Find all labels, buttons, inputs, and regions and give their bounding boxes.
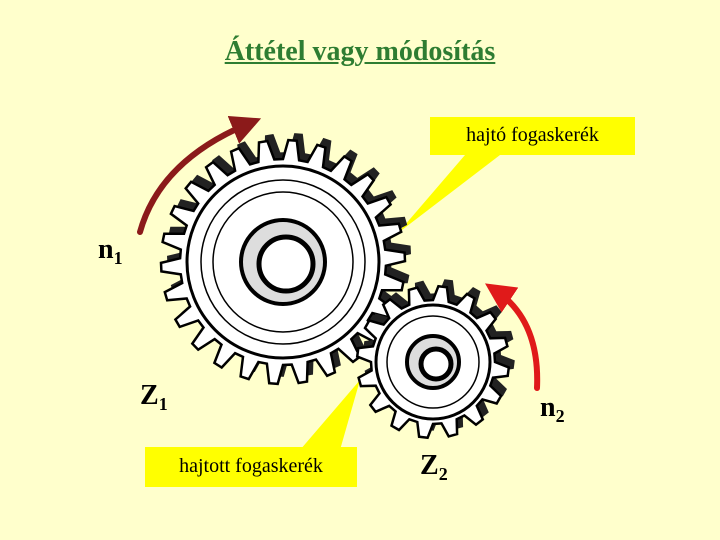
- large-gear-ring: [185, 164, 381, 360]
- callout-driven-gear: hajtott fogaskerék: [145, 447, 357, 487]
- label-z2-base: Z: [420, 450, 439, 481]
- page-title: Áttétel vagy módosítás: [224, 36, 496, 67]
- label-n1-sub: 1: [113, 248, 123, 268]
- small-gear-icon: [355, 279, 515, 440]
- small-gear-bore: [418, 346, 454, 382]
- rotation-arrow-small-icon: [485, 283, 541, 391]
- callout-driver-pointer: [398, 155, 500, 233]
- small-gear-ring: [374, 303, 492, 421]
- label-n1-base: n: [98, 234, 114, 265]
- large-gear-icon: [159, 133, 411, 386]
- label-n2-base: n: [540, 392, 556, 423]
- large-gear-ring: [212, 191, 354, 333]
- large-gear-ring: [200, 179, 366, 345]
- label-n2: n2: [540, 392, 565, 427]
- label-z2: Z2: [420, 450, 448, 485]
- rotation-arrow-large-icon: [137, 115, 262, 235]
- label-n2-sub: 2: [555, 406, 565, 426]
- callout-driven-pointer: [300, 380, 360, 450]
- label-n1: n1: [98, 234, 123, 269]
- callout-driving-gear: hajtó fogaskerék: [430, 117, 635, 155]
- label-z2-sub: 2: [438, 464, 448, 484]
- label-z1: Z1: [140, 380, 168, 415]
- label-z1-sub: 1: [158, 394, 168, 414]
- large-gear-bore: [256, 234, 316, 294]
- small-gear-ring: [386, 315, 480, 409]
- label-z1-base: Z: [140, 380, 159, 411]
